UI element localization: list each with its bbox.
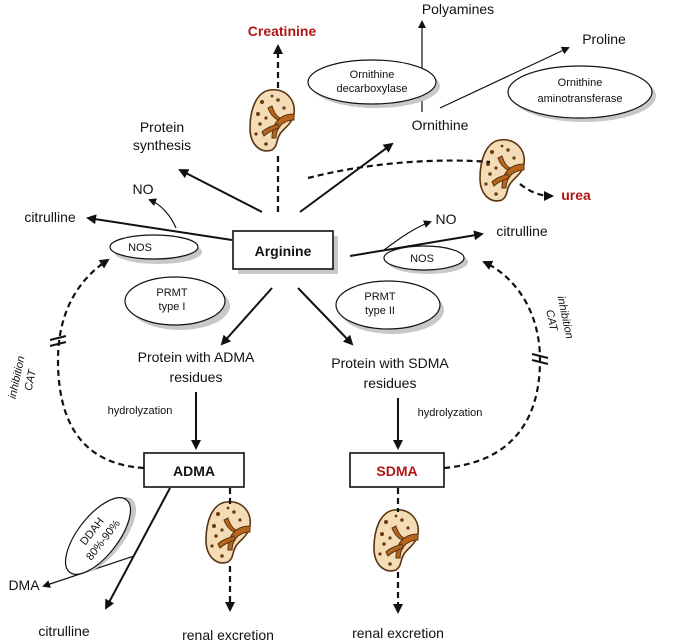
svg-text:CAT: CAT [23, 367, 39, 391]
protein-synthesis-label: Protein [140, 119, 184, 135]
enzyme-label: decarboxylase [337, 83, 408, 95]
sdma-label: SDMA [376, 463, 417, 479]
enzyme-ornithine-aminotransferase: Ornithine aminotransferase [507, 65, 656, 122]
polyamines-label: Polyamines [422, 1, 494, 17]
enzyme-label: NOS [128, 242, 152, 254]
arrow-adma-citrulline [105, 487, 171, 610]
renal-excretion-right-label: renal excretion [352, 625, 444, 641]
arrow-arginine-citrulline-right [349, 230, 484, 257]
no-right-label: NO [436, 211, 457, 227]
enzyme-prmt-type-2: PRMT type II [335, 280, 444, 334]
enzyme-label: Ornithine [350, 69, 395, 81]
protein-sdma-label: residues [364, 375, 417, 391]
arrow-adma-inhibition-nos-left [56, 258, 145, 470]
inhibition-bar-right [531, 353, 549, 359]
enzyme-nos-left: NOS [109, 234, 202, 264]
arrow-ornithine-proline [439, 46, 570, 109]
inhibition-left-label: inhibition CAT [7, 355, 39, 400]
inhibition-right-label: inhibition CAT [543, 295, 575, 340]
arrow-nos-no-left [148, 198, 177, 229]
arrow-ornithine-kidney [307, 159, 491, 180]
enzyme-label: type I [159, 301, 186, 313]
arrow-nos-no-right [383, 220, 432, 251]
enzyme-prmt-type-1: PRMT type I [124, 276, 230, 330]
arrow-sdma-inhibition-nos-right [443, 260, 542, 470]
adma-label: ADMA [173, 463, 215, 479]
arrow-arginine-protein-adma [220, 287, 273, 346]
enzyme-ornithine-decarboxylase: Ornithine decarboxylase [307, 59, 440, 108]
enzyme-label: type II [365, 305, 395, 317]
enzyme-label: PRMT [156, 287, 187, 299]
citrulline-right-label: citrulline [496, 223, 548, 239]
renal-excretion-left-label: renal excretion [182, 627, 274, 643]
creatinine-label: Creatinine [248, 23, 317, 39]
arrow-arginine-citrulline-left [86, 214, 233, 241]
enzyme-label: PRMT [364, 291, 395, 303]
arginine-label: Arginine [255, 243, 312, 259]
svg-text:CAT: CAT [543, 309, 559, 333]
protein-synthesis-label: synthesis [133, 137, 191, 153]
enzyme-ddah: DDAH 80%-90% [64, 497, 137, 575]
enzyme-label: NOS [410, 253, 434, 265]
adma-node: ADMA [143, 452, 245, 488]
protein-sdma-label: Protein with SDMA [331, 355, 449, 371]
protein-adma-label: residues [170, 369, 223, 385]
citrulline-left-label: citrulline [24, 209, 76, 225]
urea-label: urea [561, 187, 591, 203]
arrow-kidney-urea [519, 183, 554, 201]
enzyme-label: aminotransferase [538, 93, 623, 105]
hydrolyzation-right-label: hydrolyzation [418, 407, 483, 419]
ornithine-label: Ornithine [412, 117, 469, 133]
kidney-icon [205, 500, 252, 564]
citrulline-bottom-label: citrulline [38, 623, 90, 639]
enzyme-label: Ornithine [558, 77, 603, 89]
arrow-arginine-protein-sdma [297, 287, 354, 346]
no-left-label: NO [133, 181, 154, 197]
sdma-node: SDMA [349, 452, 445, 488]
kidney-icon [249, 88, 296, 152]
arginine-node: Arginine [232, 230, 338, 274]
enzyme-nos-right: NOS [383, 245, 468, 274]
protein-adma-label: Protein with ADMA [138, 349, 255, 365]
arrow-arginine-protein-synthesis [178, 169, 263, 213]
inhibition-bar-left [49, 335, 67, 341]
proline-label: Proline [582, 31, 626, 47]
dma-label: DMA [8, 577, 40, 593]
arrow-arginine-ornithine [299, 142, 394, 213]
kidney-icon [373, 508, 420, 572]
hydrolyzation-left-label: hydrolyzation [108, 405, 173, 417]
kidney-icon [479, 138, 526, 202]
